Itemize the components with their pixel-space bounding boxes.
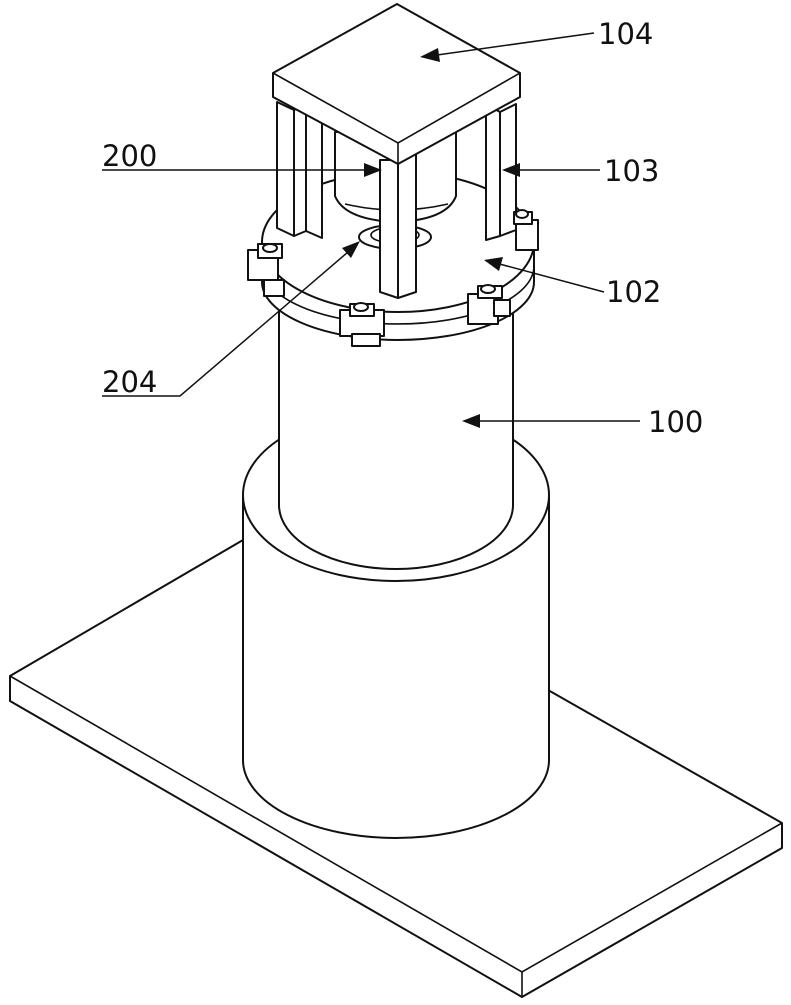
label-100: 100	[648, 405, 703, 439]
label-204: 204	[102, 365, 157, 399]
clamp-right-back	[514, 210, 538, 250]
upright-post-back	[306, 104, 322, 238]
label-104: 104	[598, 17, 653, 51]
label-200: 200	[102, 139, 157, 173]
label-103: 103	[604, 154, 659, 188]
clamp-left	[248, 244, 284, 296]
label-102: 102	[606, 275, 661, 309]
